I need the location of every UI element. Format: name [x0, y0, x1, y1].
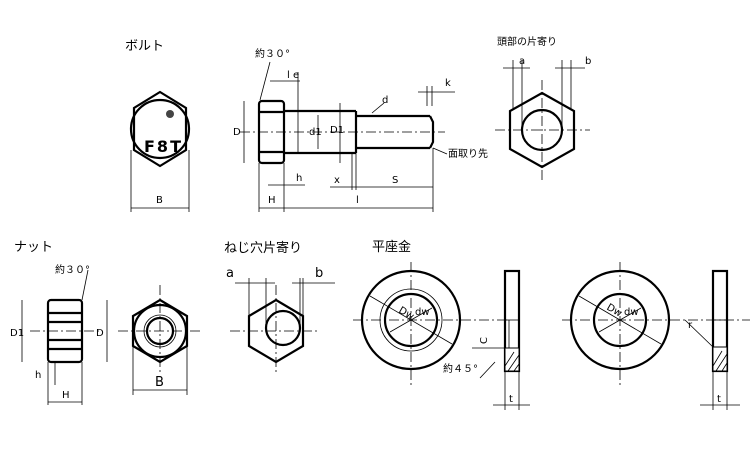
- washer-title: 平座金: [372, 239, 411, 255]
- nut-title: ナット: [14, 240, 53, 255]
- dim-H: H: [268, 195, 276, 206]
- dim-D: D: [233, 127, 241, 138]
- head-offset-view: 頭部の片寄り a b: [495, 35, 591, 180]
- dim-D1: D1: [330, 125, 344, 136]
- washer2-dim-t: t: [717, 394, 721, 405]
- dim-le: l e: [287, 70, 299, 81]
- nut-dim-B: B: [155, 375, 164, 390]
- dim-d: d: [382, 95, 388, 106]
- nut-dim-D1: D1: [10, 328, 24, 339]
- nut-angle: 約３０°: [55, 263, 90, 276]
- washer2-dim-Dw: Dw: [605, 302, 624, 319]
- chamfer-label: 面取り先: [448, 148, 488, 160]
- washer-dim-dw: dw: [415, 307, 430, 318]
- angle-label: 約３０°: [255, 47, 290, 60]
- washer-dim-C: C: [479, 337, 490, 344]
- nut-dim-D: D: [96, 328, 104, 339]
- dim-b: b: [585, 56, 591, 67]
- dim-k: k: [445, 78, 451, 89]
- dim-B: B: [156, 195, 163, 206]
- dim-x: x: [334, 175, 340, 186]
- bolt-head-front-view: ボルト F8T B: [125, 39, 191, 212]
- dim-d1: d1: [309, 127, 322, 138]
- dim-l: l: [356, 195, 359, 206]
- thread-offset-view: ねじ穴片寄り a b: [224, 240, 335, 375]
- washer-views: 平座金 Dw dw C 約４５° t Dw dw r t: [353, 239, 750, 410]
- bolt-title: ボルト: [125, 39, 164, 54]
- washer-angle: 約４５°: [443, 362, 478, 375]
- thread-offset-title: ねじ穴片寄り: [224, 240, 302, 256]
- mark-dot: [166, 110, 174, 118]
- thread-dim-a: a: [226, 266, 234, 281]
- dim-S: S: [392, 175, 398, 186]
- nut-views: ナット 約３０° D1 D h H B: [10, 240, 200, 405]
- nut-dim-H: H: [62, 390, 70, 401]
- washer-dim-r: r: [688, 320, 693, 331]
- washer2-dim-dw: dw: [624, 307, 639, 318]
- thread-dim-b: b: [315, 266, 323, 281]
- head-offset-title: 頭部の片寄り: [497, 35, 557, 48]
- nut-dim-h: h: [35, 370, 41, 381]
- strength-mark: F8T: [144, 137, 183, 156]
- washer-dim-t: t: [509, 394, 513, 405]
- bolt-side-view: D d1 D1 約３０° l e d k 面取り先 h x S H l: [233, 47, 488, 212]
- dim-h: h: [296, 173, 302, 184]
- dim-a: a: [519, 56, 525, 67]
